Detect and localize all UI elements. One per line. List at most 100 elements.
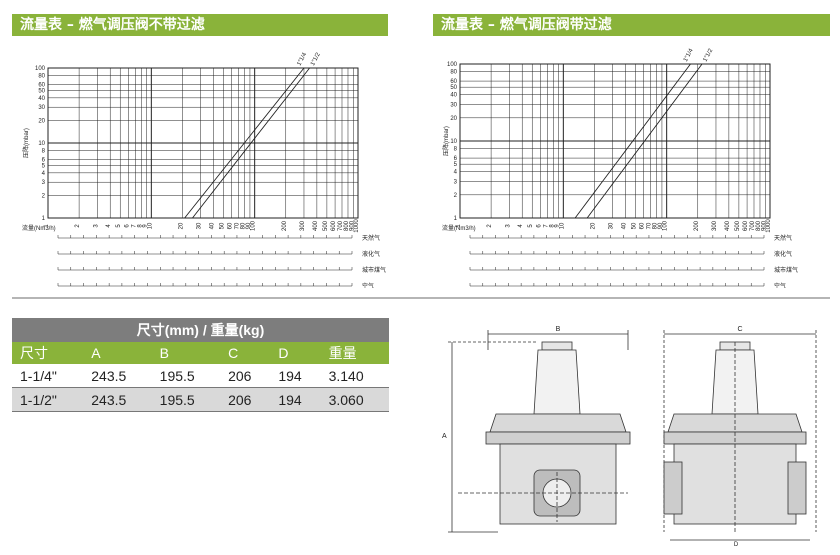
series-line (192, 67, 310, 219)
x-tick-label: 500 (735, 220, 741, 231)
y-tick-label: 100 (447, 62, 458, 68)
dimensions-table: 尺寸(mm) / 重量(kg) 尺寸 A B C D 重量 1-1/4" 243… (12, 318, 389, 412)
x-tick-label: 1 (456, 224, 462, 228)
y-tick-label: 8 (42, 148, 46, 154)
gas-scale-label: 天然气 (362, 234, 380, 242)
housing-flange (485, 431, 631, 445)
cell-b: 195.5 (151, 364, 221, 388)
series-label: 1"1/4 (296, 51, 308, 67)
cell-b: 195.5 (151, 387, 221, 412)
inlet-thread (663, 461, 683, 515)
header-weight: 重量 (320, 342, 389, 364)
x-tick-label: 2 (75, 224, 81, 228)
y-tick-label: 10 (450, 139, 457, 145)
y-tick-label: 40 (38, 96, 45, 102)
x-tick-label: 60 (228, 222, 234, 229)
x-tick-label: 700 (750, 220, 756, 231)
x-tick-label: 4 (106, 224, 112, 228)
y-tick-label: 2 (42, 193, 46, 199)
x-tick-label: 90 (658, 222, 664, 229)
x-tick-label: 20 (178, 222, 184, 229)
series-label: 1"1/2 (310, 51, 322, 67)
y-tick-label: 4 (42, 171, 46, 177)
header-a: A (83, 342, 152, 364)
x-tick-label: 3 (93, 224, 99, 228)
x-tick-label: 6 (124, 224, 130, 228)
table-row: 1-1/4" 243.5 195.5 206 194 3.140 (12, 364, 389, 388)
cell-a: 243.5 (83, 364, 152, 388)
x-tick-label: 800 (344, 220, 350, 231)
x-tick-label: 300 (300, 220, 306, 231)
y-axis-title: 压降(mbar) (442, 126, 450, 156)
x-tick-label: 5 (528, 224, 534, 228)
gas-scale-label: 空气 (362, 282, 374, 288)
x-tick-label: 2 (487, 224, 493, 228)
x-tick-label: 100 (251, 220, 257, 231)
x-tick-label: 5 (116, 224, 122, 228)
x-tick-label: 6 (536, 224, 542, 228)
stem-body (533, 349, 581, 415)
x-tick-label: 8 (549, 224, 555, 228)
x-tick-label: 1000 (354, 219, 360, 233)
y-tick-label: 80 (38, 73, 45, 79)
x-tick-label: 70 (647, 222, 653, 229)
x-tick-label: 800 (756, 220, 762, 231)
x-tick-label: 600 (743, 220, 749, 231)
x-tick-label: 1 (44, 224, 50, 228)
x-tick-label: 200 (282, 220, 288, 231)
x-tick-label: 600 (331, 220, 337, 231)
cell-size: 1-1/4" (12, 364, 84, 388)
header-b: B (151, 342, 221, 364)
drawing-front-view: B A (438, 322, 638, 551)
outlet-thread (787, 461, 807, 515)
x-tick-label: 70 (235, 222, 241, 229)
x-tick-label: 500 (323, 220, 329, 231)
x-tick-label: 30 (197, 222, 203, 229)
header-c: C (220, 342, 271, 364)
y-tick-label: 30 (450, 102, 457, 108)
x-tick-label: 90 (246, 222, 252, 229)
y-tick-label: 2 (454, 193, 458, 199)
x-tick-label: 7 (543, 224, 549, 228)
front-view-svg: B A (442, 326, 631, 533)
y-tick-label: 30 (38, 105, 45, 111)
x-tick-label: 9 (555, 224, 561, 228)
x-tick-label: 1000 (766, 219, 772, 233)
x-tick-label: 7 (131, 224, 137, 228)
table-caption: 尺寸(mm) / 重量(kg) (12, 318, 389, 342)
label-b: B (556, 326, 561, 333)
y-axis-title: 压降(mbar) (22, 128, 30, 158)
y-tick-label: 1 (454, 216, 458, 222)
x-tick-label: 40 (622, 222, 628, 229)
gas-scale-label: 液化气 (362, 250, 380, 258)
x-tick-label: 50 (632, 222, 638, 229)
x-axis-title: 流量(Nm3/h) (442, 224, 476, 232)
x-tick-label: 80 (653, 222, 659, 229)
y-tick-label: 50 (38, 89, 45, 95)
section-title-right: 流量表 – 燃气调压阀带过滤 (433, 14, 830, 36)
x-axis-title: 流量(Nm3/h) (22, 224, 56, 232)
cell-weight: 3.060 (320, 387, 389, 412)
section-divider (12, 297, 830, 299)
y-tick-label: 80 (450, 69, 457, 75)
y-tick-label: 6 (42, 158, 46, 164)
x-tick-label: 900 (349, 220, 355, 231)
x-tick-label: 40 (210, 222, 216, 229)
x-tick-label: 3 (505, 224, 511, 228)
x-tick-label: 200 (694, 220, 700, 231)
x-tick-label: 400 (313, 220, 319, 231)
section-title-left: 流量表 – 燃气调压阀不带过滤 (12, 14, 388, 36)
header-size: 尺寸 (12, 342, 84, 364)
gas-scale-label: 液化气 (774, 250, 792, 258)
y-tick-label: 20 (450, 116, 457, 122)
x-tick-label: 9 (143, 224, 149, 228)
label-d: D (734, 542, 739, 547)
cell-weight: 3.140 (320, 364, 389, 388)
gas-scale-label: 天然气 (774, 234, 792, 242)
y-tick-label: 60 (450, 79, 457, 85)
gas-scale-label: 空气 (774, 282, 786, 288)
table-header-row: 尺寸 A B C D 重量 (12, 342, 389, 364)
cell-d: 194 (270, 387, 321, 412)
